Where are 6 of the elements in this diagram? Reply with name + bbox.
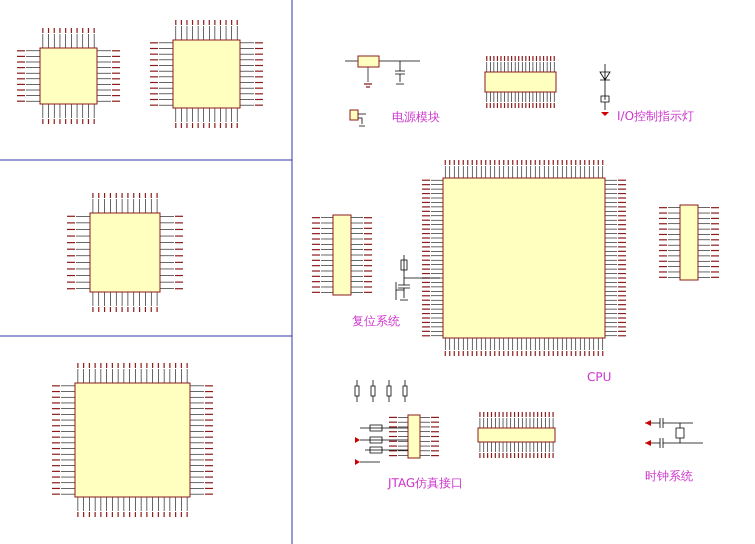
section-label: 时钟系统 bbox=[645, 470, 693, 482]
section-label: CPU bbox=[587, 371, 612, 383]
section-label: 电源模块 bbox=[392, 111, 440, 123]
section-label: I/O控制指示灯 bbox=[617, 110, 694, 122]
section-label: JTAG仿真接口 bbox=[388, 477, 464, 489]
section-label: 复位系统 bbox=[352, 315, 400, 327]
